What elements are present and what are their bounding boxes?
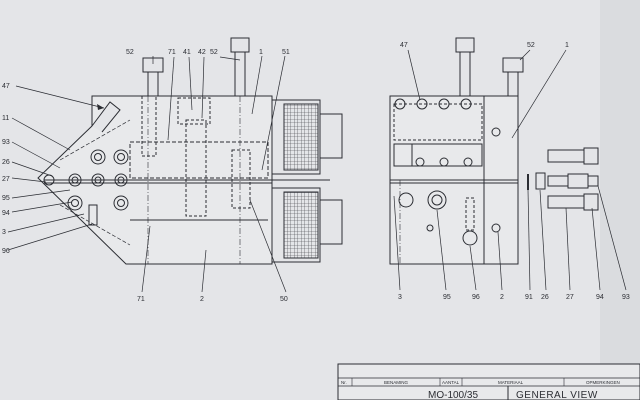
right-view-leaders: [393, 49, 627, 291]
label-51: 51: [282, 49, 290, 56]
label-27-right: 27: [566, 294, 574, 301]
label-3-left: 3: [2, 229, 6, 236]
drawing-title: GENERAL VIEW: [516, 390, 598, 400]
label-71b: 71: [137, 296, 145, 303]
label-94-left: 94: [2, 210, 10, 217]
label-94-right: 94: [596, 294, 604, 301]
label-52a: 52: [126, 49, 134, 56]
title-col-materiaal: MATERIAAL: [498, 380, 524, 385]
title-block: Nr. BENAMING AANTAL MATERIAAL OPMERKINGE…: [337, 363, 640, 400]
label-41: 41: [183, 49, 191, 56]
paper-shade-right: [600, 0, 640, 400]
label-95-left: 95: [2, 195, 10, 202]
label-1-right: 1: [565, 42, 569, 49]
title-col-benaming: BENAMING: [384, 380, 409, 385]
left-fastener-holes: [43, 149, 129, 226]
left-view-labels: 52 71 41 42 52 1 51 47 11 93 26 27 95 94…: [2, 49, 290, 303]
hole-95: [427, 190, 447, 210]
label-50: 50: [280, 296, 288, 303]
label-1-left: 1: [259, 49, 263, 56]
right-top-screws: [394, 98, 473, 167]
left-view: [37, 37, 343, 265]
label-95-right: 95: [443, 294, 451, 301]
pin-47: [91, 101, 121, 133]
label-3-right: 3: [398, 294, 402, 301]
label-91: 91: [525, 294, 533, 301]
label-26-left: 26: [2, 159, 10, 166]
screw-52-right: [502, 57, 524, 73]
label-96-left: 96: [2, 248, 10, 255]
label-96-right: 96: [472, 294, 480, 301]
label-93-right: 93: [622, 294, 630, 301]
label-2-right: 2: [500, 294, 504, 301]
screw-52-right-tall: [455, 37, 475, 53]
label-93-left: 93: [2, 139, 10, 146]
title-col-aantal: AANTAL: [442, 380, 460, 385]
label-52-right: 52: [527, 42, 535, 49]
drawing-number: MO-100/35: [428, 390, 478, 400]
title-col-nr: Nr.: [341, 380, 347, 385]
label-2-left: 2: [200, 296, 204, 303]
left-view-leaders: [7, 55, 287, 293]
left-inner-block: [129, 141, 269, 179]
label-26-right: 26: [541, 294, 549, 301]
label-52b: 52: [210, 49, 218, 56]
label-71a: 71: [168, 49, 176, 56]
right-view: [389, 37, 524, 265]
label-47-left: 47: [2, 83, 10, 90]
screw-52-tall: [230, 37, 250, 53]
label-11: 11: [2, 115, 9, 122]
label-42: 42: [198, 49, 206, 56]
label-27-left: 27: [2, 176, 10, 183]
exploded-fasteners: [527, 147, 599, 211]
title-col-opmerkingen: OPMERKINGEN: [586, 380, 620, 385]
label-47-right: 47: [400, 42, 408, 49]
right-view-labels: 47 52 1 3 95 96 2 91 26 27 94 93: [398, 42, 630, 301]
